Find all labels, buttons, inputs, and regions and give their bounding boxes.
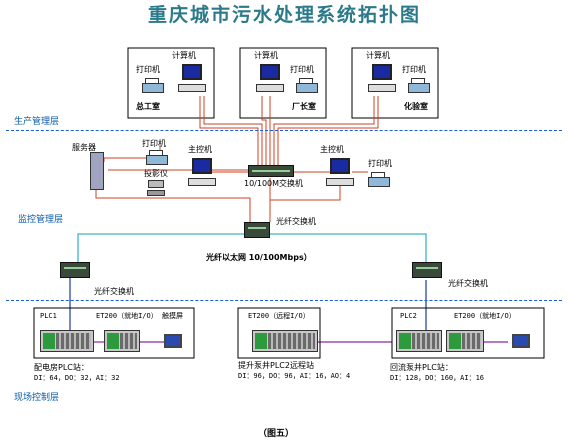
- printer-icon: [142, 78, 164, 94]
- station-2-et200-label: ET200（远程I/O）: [248, 312, 310, 320]
- switch-icon: [248, 165, 294, 177]
- switch-label: 10/100M交换机: [244, 179, 304, 188]
- switch-icon: [412, 262, 442, 278]
- office-2-room-label: 厂长室: [292, 102, 316, 111]
- station-3-plc-label: PLC2: [400, 312, 417, 320]
- printer-icon: [146, 150, 168, 166]
- projector-icon: [148, 180, 164, 188]
- plc-rack-icon: [252, 330, 318, 352]
- layer-rule-management: [6, 130, 562, 131]
- station-3-name: 回流泵井PLC站：: [390, 363, 453, 372]
- switch-icon: [60, 262, 90, 278]
- plc-rack-icon: [396, 330, 442, 352]
- station-links: [69, 278, 427, 330]
- station-1-extra-label: 触摸屏: [162, 312, 183, 320]
- layer-label-monitoring: 监控管理层: [18, 215, 64, 225]
- station-1-io: DI：64，DO：32，AI：32: [34, 374, 120, 382]
- computer-icon: [178, 64, 206, 94]
- printer-icon: [408, 78, 430, 94]
- layer-rule-field: [6, 300, 562, 301]
- office-1-computer-label: 计算机: [172, 51, 196, 60]
- printer-left-label: 打印机: [142, 139, 166, 148]
- office-box-3: [351, 47, 439, 119]
- touch-screen-icon: [512, 334, 530, 348]
- office-links: [199, 96, 379, 165]
- plc-rack-icon: [40, 330, 94, 352]
- office-1-printer-label: 打印机: [136, 65, 160, 74]
- station-1-et200-label: ET200（就地I/O）: [96, 312, 158, 320]
- office-box-2: [239, 47, 327, 119]
- switch-icon: [244, 222, 270, 238]
- plc-rack-icon: [446, 330, 484, 352]
- station-3-et200-label: ET200（就地I/O）: [454, 312, 516, 320]
- figure-caption: （图五）: [258, 429, 295, 439]
- station-3-io: DI：128，DO：160，AI：16: [390, 374, 485, 382]
- server-icon: [90, 152, 104, 190]
- station-box-2: [237, 307, 321, 359]
- fiber-switch-right-label: 光纤交换机: [448, 279, 488, 288]
- computer-icon: [326, 158, 354, 188]
- office-3-computer-label: 计算机: [366, 51, 390, 60]
- touch-screen-icon: [164, 334, 182, 348]
- diagram-title: 重庆城市污水处理系统拓扑图: [148, 4, 422, 26]
- layer-label-field: 现场控制层: [14, 393, 60, 403]
- printer-icon: [368, 172, 390, 188]
- plc-rack-icon: [104, 330, 140, 352]
- fiber-ring: [77, 233, 427, 262]
- station-box-3: [391, 307, 545, 359]
- server-label: 服务器: [72, 143, 96, 152]
- station-2-name: 提升泵井PLC2远程站: [238, 361, 314, 370]
- office-box-1: [127, 47, 215, 119]
- host-right-label: 主控机: [320, 145, 344, 154]
- layer-label-management: 生产管理层: [14, 117, 60, 127]
- printer-icon: [296, 78, 318, 94]
- fiber-switch-center-label: 光纤交换机: [276, 217, 316, 226]
- station-box-1: [33, 307, 195, 359]
- office-3-room-label: 化验室: [404, 102, 428, 111]
- computer-icon: [256, 64, 284, 94]
- fiber-switch-left-label: 光纤交换机: [94, 287, 134, 296]
- office-3-printer-label: 打印机: [402, 65, 426, 74]
- scanner-icon: [147, 190, 165, 196]
- host-left-label: 主控机: [188, 145, 212, 154]
- monitoring-links: [95, 146, 368, 222]
- computer-icon: [188, 158, 216, 188]
- office-1-room-label: 总工室: [136, 102, 160, 111]
- station-2-io: DI：96，DO：96，AI：16，AO：4: [238, 372, 351, 380]
- station-1-name: 配电房PLC站：: [34, 363, 89, 372]
- office-2-printer-label: 打印机: [290, 65, 314, 74]
- projector-label: 投影仪: [144, 169, 168, 178]
- fiber-ethernet-label: 光纤以太网 10/100Mbps）: [206, 253, 312, 262]
- office-2-computer-label: 计算机: [254, 51, 278, 60]
- station-1-plc-label: PLC1: [40, 312, 57, 320]
- printer-right-label: 打印机: [368, 159, 392, 168]
- computer-icon: [368, 64, 396, 94]
